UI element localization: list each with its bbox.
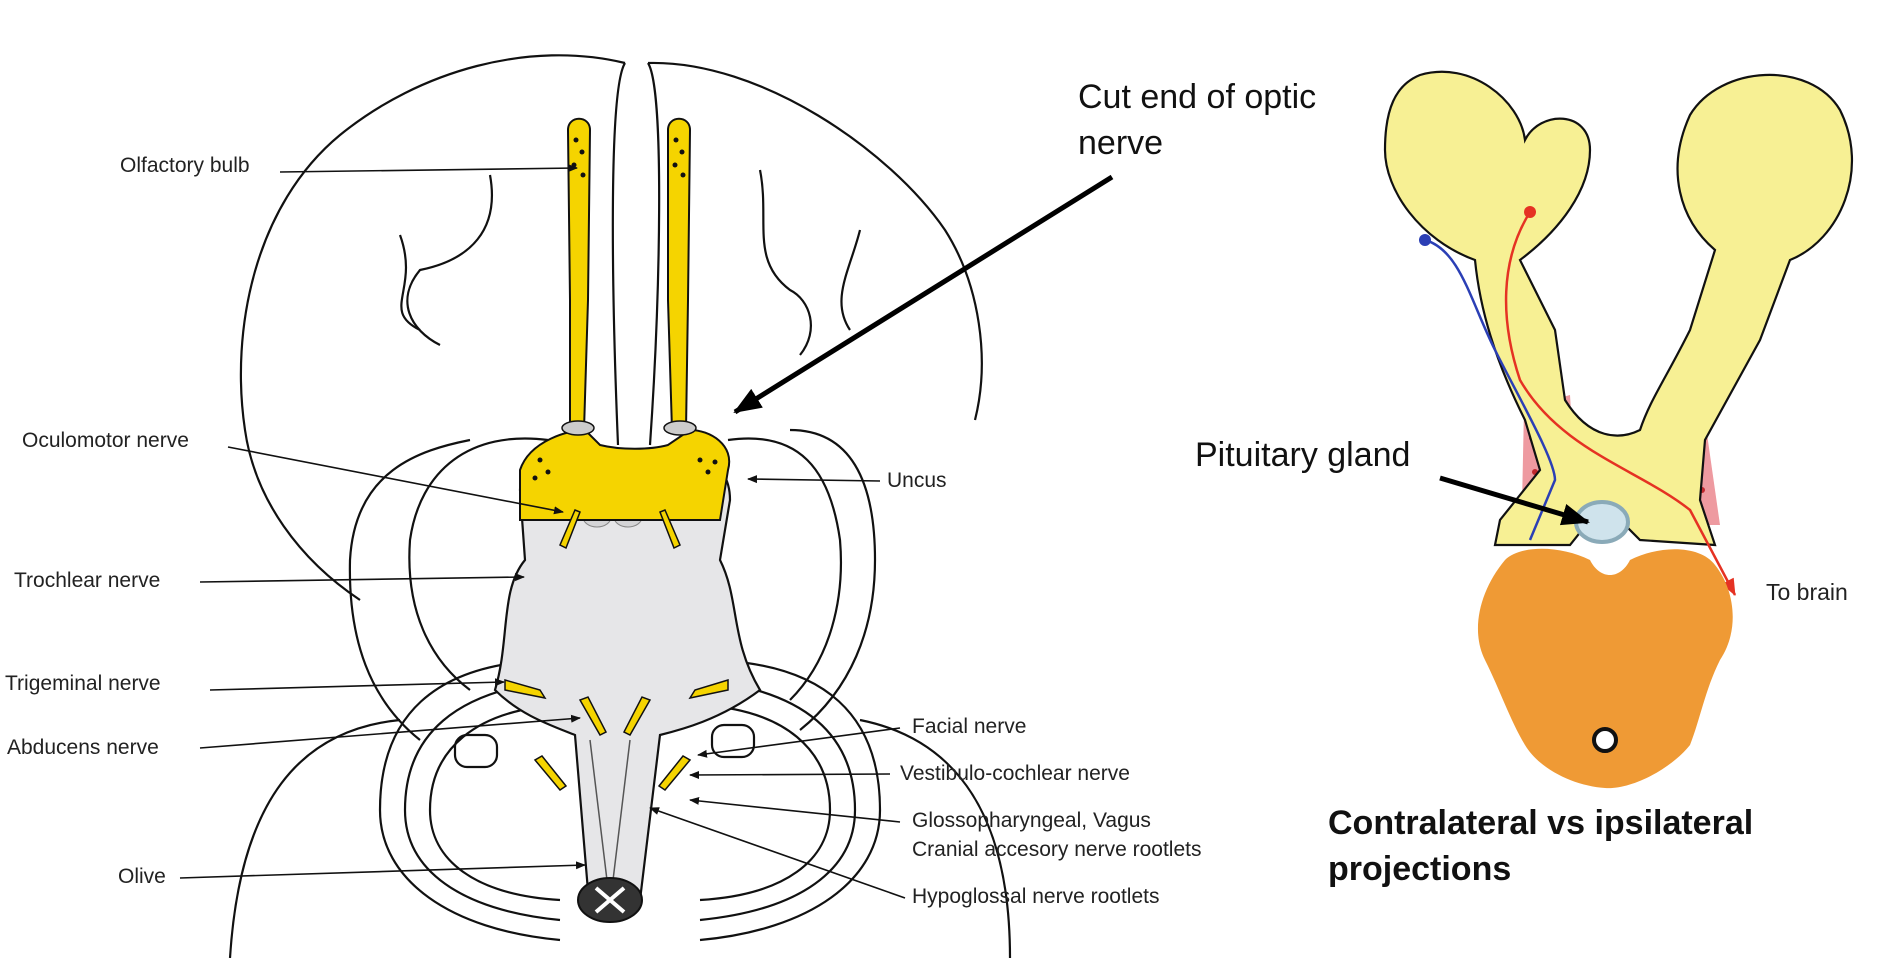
optic-nerves-and-chiasm xyxy=(1383,70,1854,547)
label-cranial-accessory-rootlets: Cranial accesory nerve rootlets xyxy=(912,838,1201,861)
left-labels: Olfactory bulb Oculomotor nerve Trochlea… xyxy=(5,78,1316,908)
callout-cut-end-line1: Cut end of optic xyxy=(1078,78,1316,116)
label-abducens-nerve: Abducens nerve xyxy=(7,736,159,759)
label-trigeminal-nerve: Trigeminal nerve xyxy=(5,672,161,695)
label-olive: Olive xyxy=(118,865,166,888)
label-olfactory-bulb: Olfactory bulb xyxy=(120,154,250,177)
brainstem xyxy=(493,458,762,923)
red-fiber xyxy=(1504,211,1737,596)
optic-chiasm xyxy=(519,428,731,521)
longitudinal-fissure xyxy=(611,62,661,446)
label-trochlear-nerve: Trochlear nerve xyxy=(14,569,160,592)
cerebral-aqueduct xyxy=(1592,727,1618,753)
right-hemisphere-outline xyxy=(647,61,983,421)
caption-line-1: Contralateral vs ipsilateral xyxy=(1328,804,1754,842)
left-temporal-lobe xyxy=(408,437,549,691)
brain-base-diagram xyxy=(228,54,1012,958)
cranial-nerve-stubs xyxy=(504,509,729,791)
figure-caption: Contralateral vs ipsilateral projections xyxy=(1328,800,1848,892)
label-vestibulo-cochlear-nerve: Vestibulo-cochlear nerve xyxy=(900,762,1130,785)
leader-lines xyxy=(179,164,1114,899)
label-facial-nerve: Facial nerve xyxy=(912,715,1026,738)
left-hemisphere-outline xyxy=(239,54,626,601)
blue-fiber xyxy=(1424,238,1557,541)
label-to-brain: To brain xyxy=(1766,579,1848,605)
orange-midbrain xyxy=(1477,548,1733,789)
olfactory-tracts xyxy=(519,117,731,521)
callout-cut-end-line2: nerve xyxy=(1078,124,1163,162)
caption-line-2: projections xyxy=(1328,850,1512,888)
cerebellum xyxy=(378,658,561,942)
label-uncus: Uncus xyxy=(887,469,947,492)
label-hypoglossal-rootlets: Hypoglossal nerve rootlets xyxy=(912,885,1159,908)
label-oculomotor-nerve: Oculomotor nerve xyxy=(22,429,189,452)
optic-chiasm-diagram: Pituitary gland To brain xyxy=(1195,70,1854,789)
right-temporal-lobe xyxy=(727,437,843,701)
label-pituitary-gland: Pituitary gland xyxy=(1195,436,1410,474)
label-glossopharyngeal-vagus: Glossopharyngeal, Vagus xyxy=(912,809,1151,832)
